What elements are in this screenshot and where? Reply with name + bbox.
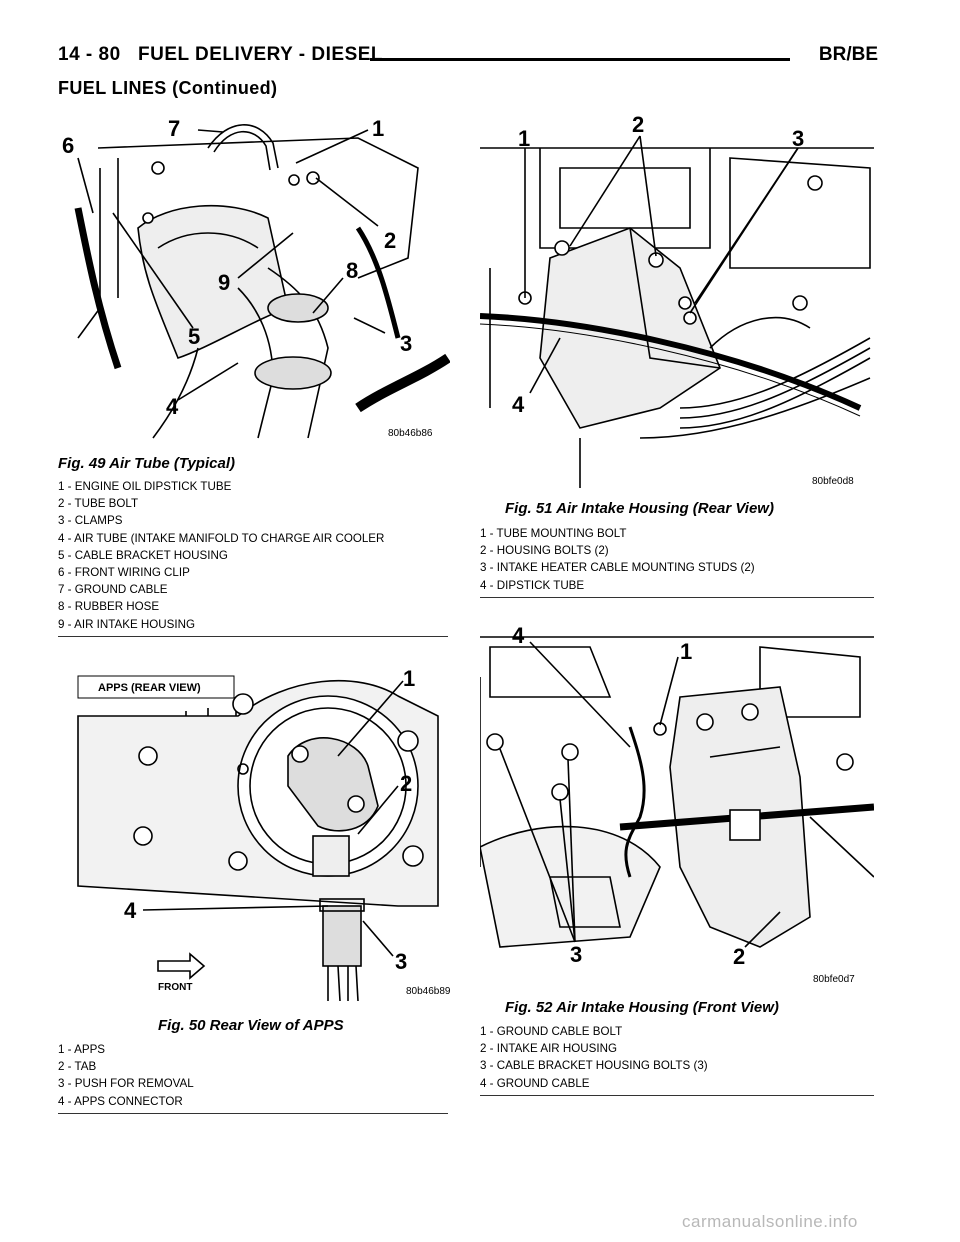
callout-1: 1 (680, 639, 692, 664)
legend-item: 3 - CABLE BRACKET HOUSING BOLTS (3) (480, 1059, 708, 1073)
figure-52-illustration: 4 1 3 2 80bfe0d7 (480, 617, 874, 987)
callout-4: 4 (166, 394, 179, 419)
air-intake-rear-drawing: 1 2 3 4 (480, 112, 874, 488)
callout-9: 9 (218, 270, 230, 295)
figure-50-rule (58, 1113, 448, 1114)
legend-item: 1 - ENGINE OIL DIPSTICK TUBE (58, 480, 232, 493)
legend-item: 2 - TAB (58, 1060, 97, 1074)
apps-view-tag: APPS (REAR VIEW) (98, 682, 201, 694)
figure-50-legend: 1 - APPS 2 - TAB 3 - PUSH FOR REMOVAL 4 … (58, 1041, 194, 1110)
page-header: 14 - 80 FUEL DELIVERY - DIESEL BR/BE (58, 44, 878, 74)
figure-51-legend: 1 - TUBE MOUNTING BOLT 2 - HOUSING BOLTS… (480, 525, 755, 594)
callout-3: 3 (570, 942, 582, 967)
legend-item: 5 - CABLE BRACKET HOUSING (58, 548, 228, 562)
legend-item: 4 - APPS CONNECTOR (58, 1094, 183, 1108)
legend-item: 2 - HOUSING BOLTS (2) (480, 544, 609, 558)
legend-item: 1 - APPS (58, 1043, 106, 1056)
callout-3: 3 (400, 331, 412, 356)
callout-4: 4 (512, 623, 525, 648)
callout-2: 2 (632, 112, 644, 137)
figure-code: 80bfe0d7 (813, 974, 855, 985)
legend-item: 4 - DIPSTICK TUBE (480, 578, 585, 592)
callout-4: 4 (512, 392, 525, 417)
legend-item: 8 - RUBBER HOSE (58, 600, 160, 614)
figure-52-caption: Fig. 52 Air Intake Housing (Front View) (505, 999, 779, 1016)
air-intake-front-drawing: 4 1 3 2 (480, 623, 874, 969)
figure-49-caption: Fig. 49 Air Tube (Typical) (58, 455, 235, 472)
figure-49-legend: 1 - ENGINE OIL DIPSTICK TUBE 2 - TUBE BO… (58, 478, 384, 633)
legend-item: 4 - GROUND CABLE (480, 1076, 590, 1090)
legend-item: 3 - PUSH FOR REMOVAL (58, 1077, 194, 1091)
continued-title: FUEL LINES (Continued) (58, 78, 278, 98)
figure-code: 80b46b86 (388, 428, 433, 439)
callout-3: 3 (395, 949, 407, 974)
legend-item: 7 - GROUND CABLE (58, 583, 168, 597)
callout-8: 8 (346, 258, 358, 283)
air-tube-drawing: 7 1 6 2 8 9 5 3 4 (62, 116, 450, 439)
figure-52-legend: 1 - GROUND CABLE BOLT 2 - INTAKE AIR HOU… (480, 1023, 708, 1092)
legend-item: 4 - AIR TUBE (INTAKE MANIFOLD TO CHARGE … (58, 531, 385, 545)
callout-2: 2 (384, 228, 396, 253)
legend-item: 3 - INTAKE HEATER CABLE MOUNTING STUDS (… (480, 561, 755, 575)
callout-5: 5 (188, 324, 200, 349)
figure-49-illustration: 7 1 6 2 8 9 5 3 4 80b46b86 (58, 108, 450, 440)
apps-rear-drawing: 1 2 3 4 (77, 666, 439, 1001)
callout-7: 7 (168, 116, 180, 141)
section-title: FUEL DELIVERY - DIESEL (138, 44, 384, 65)
front-label: FRONT (158, 982, 193, 993)
callout-2: 2 (400, 771, 412, 796)
callout-3: 3 (792, 126, 804, 151)
figure-52-rule (480, 1095, 874, 1096)
legend-item: 2 - INTAKE AIR HOUSING (480, 1042, 618, 1056)
figure-50-illustration: 1 2 3 4 APPS (REAR VIEW) FRONT 80b46b89 (58, 656, 451, 1001)
watermark: carmanualsonline.info (682, 1212, 858, 1231)
figure-50-caption: Fig. 50 Rear View of APPS (158, 1017, 344, 1034)
callout-6: 6 (62, 133, 74, 158)
callout-1: 1 (372, 116, 384, 141)
callout-2: 2 (733, 944, 745, 969)
legend-item: 3 - CLAMPS (58, 514, 123, 528)
page-reference: 14 - 80 FUEL DELIVERY - DIESEL (58, 44, 384, 65)
legend-item: 2 - TUBE BOLT (58, 497, 139, 511)
callout-1: 1 (403, 666, 415, 691)
figure-51-rule (480, 597, 874, 598)
model-code: BR/BE (818, 44, 878, 65)
callout-1: 1 (518, 126, 530, 151)
figure-51-caption: Fig. 51 Air Intake Housing (Rear View) (505, 500, 774, 517)
legend-item: 9 - AIR INTAKE HOUSING (58, 617, 196, 631)
figure-code: 80b46b89 (406, 986, 451, 997)
header-rule (370, 58, 790, 61)
figure-51-illustration: 1 2 3 4 80bfe0d8 (480, 108, 874, 488)
figure-49-rule (58, 636, 448, 637)
legend-item: 1 - TUBE MOUNTING BOLT (480, 527, 627, 540)
callout-4: 4 (124, 898, 137, 923)
legend-item: 1 - GROUND CABLE BOLT (480, 1025, 623, 1038)
figure-code: 80bfe0d8 (812, 476, 854, 487)
legend-item: 6 - FRONT WIRING CLIP (58, 566, 190, 580)
